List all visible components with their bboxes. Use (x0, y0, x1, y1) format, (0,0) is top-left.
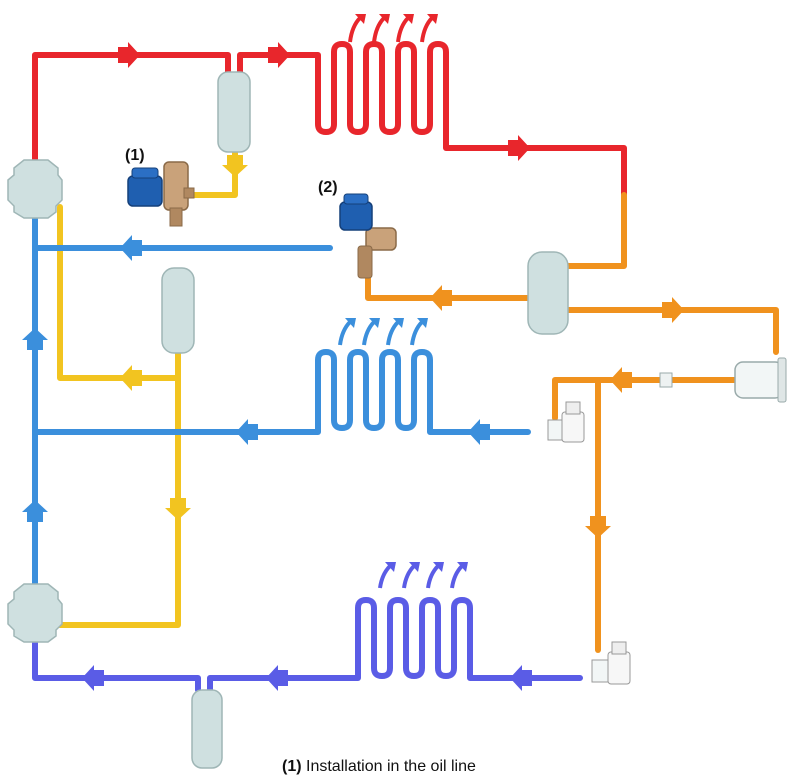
oil-pipes (57, 147, 238, 628)
flow-arrow-right-icon (118, 42, 140, 68)
flow-arrow-up-icon (22, 328, 48, 350)
flow-arrow-right-icon (508, 135, 530, 161)
compressor-lt (7, 583, 63, 643)
solenoid-valve-2 (339, 193, 397, 279)
valve-2-label: (2) (318, 179, 338, 196)
valve-1-label: (1) (125, 147, 145, 164)
suction-mt-pipes (32, 212, 531, 603)
flow-arrow-right-icon (268, 42, 290, 68)
expansion-valve-mt (547, 401, 585, 443)
heat-rejection-arrows-icon (348, 14, 438, 43)
caption-text: Installation in the oil line (306, 758, 476, 775)
flow-arrow-down-icon (222, 155, 248, 177)
oil-reservoir (161, 267, 195, 354)
flow-arrows (22, 42, 684, 691)
suction-accumulator (191, 689, 223, 769)
flow-arrow-left-icon (468, 419, 490, 445)
expansion-valve-lt (591, 641, 631, 685)
heat-absorption-arrows-icon (338, 318, 428, 346)
heat-absorption-arrows-icon (378, 562, 468, 589)
liquid-receiver (527, 251, 569, 335)
caption-marker: (1) (282, 758, 302, 775)
flow-arrow-left-icon (610, 367, 632, 393)
flow-arrow-right-icon (662, 297, 684, 323)
suction-lt-pipes (32, 597, 583, 693)
caption: (1) Installation in the oil line (282, 758, 476, 776)
hot-gas-pipes (32, 41, 627, 198)
flow-arrow-left-icon (430, 285, 452, 311)
solenoid-valve-1 (127, 161, 195, 227)
liquid-pipes (365, 192, 779, 653)
flow-arrow-left-icon (510, 665, 532, 691)
flow-arrow-down-icon (165, 498, 191, 520)
pipes (32, 41, 779, 693)
flow-arrow-left-icon (120, 235, 142, 261)
components (7, 71, 787, 769)
oil-separator (217, 71, 251, 153)
flow-arrow-down-icon (585, 516, 611, 538)
flow-arrow-left-icon (266, 665, 288, 691)
flow-arrow-up-icon (22, 500, 48, 522)
compressor-mt (7, 159, 63, 219)
flow-arrow-left-icon (236, 419, 258, 445)
flow-arrow-left-icon (120, 365, 142, 391)
filter-drier (659, 357, 787, 403)
flow-arrow-left-icon (82, 665, 104, 691)
